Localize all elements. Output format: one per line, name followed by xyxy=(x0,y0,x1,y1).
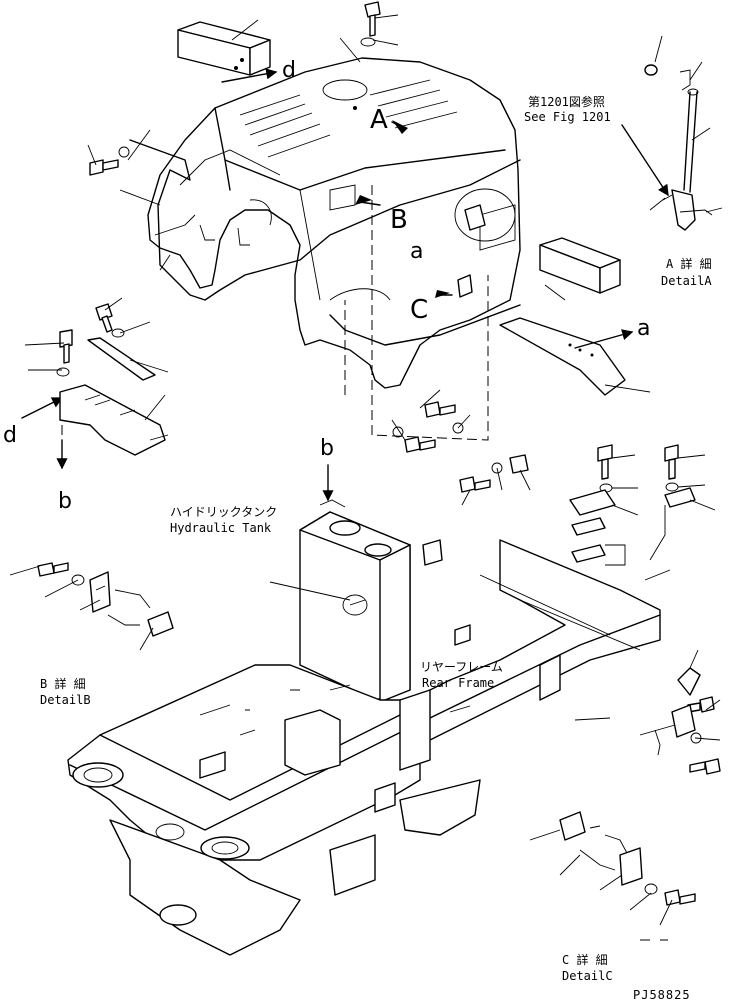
view-arrows xyxy=(355,120,453,298)
view-letter-b: B xyxy=(390,205,408,235)
detail-a-en: DetailA xyxy=(661,274,712,288)
connector-b-left: b xyxy=(58,489,72,514)
rear-frame xyxy=(67,539,661,956)
bracket-assembly-left xyxy=(56,303,166,456)
rear-frame-jp: リヤーフレーム xyxy=(420,660,503,674)
hydraulic-tank xyxy=(299,499,411,703)
arrow-a-right xyxy=(574,329,634,349)
canopy xyxy=(129,57,521,389)
hydraulic-tank-jp: ハイドリックタンク xyxy=(170,505,277,519)
frame-parts-right xyxy=(654,667,721,775)
view-letter-c: C xyxy=(410,295,428,325)
connector-b-top: b xyxy=(320,436,334,461)
bracket-c xyxy=(457,274,473,298)
detail-c-drawing xyxy=(559,811,696,941)
connector-d-left: d xyxy=(3,423,17,448)
view-letter-a: A xyxy=(370,105,388,135)
see-fig-jp: 第1201図参照 xyxy=(528,94,605,109)
bolt-top xyxy=(360,1,381,47)
connector-a-main: a xyxy=(410,239,423,264)
detail-b-en: DetailB xyxy=(40,693,91,707)
detail-a-jp: A 詳 細 xyxy=(666,256,712,271)
rear-frame-en: Rear Frame xyxy=(422,676,494,690)
detail-c-en: DetailC xyxy=(562,969,613,983)
detail-a-drawing xyxy=(644,64,713,231)
hydraulic-tank-en: Hydraulic Tank xyxy=(170,521,272,535)
detail-c-jp: C 詳 細 xyxy=(562,952,608,967)
plate-right xyxy=(499,317,626,396)
bracket-b xyxy=(464,204,486,231)
bolt-left xyxy=(89,146,130,176)
detail-b-drawing xyxy=(37,562,174,637)
frame-parts-top xyxy=(392,401,696,566)
see-fig-arrow xyxy=(621,124,669,197)
document-id: PJ58825 xyxy=(633,988,691,1002)
connector-d-top: d xyxy=(282,58,296,83)
arrow-d-top xyxy=(221,68,278,83)
leader-lines xyxy=(9,14,723,926)
arrow-d-left xyxy=(21,397,64,419)
see-fig-en: See Fig 1201 xyxy=(524,110,611,124)
spacer-block-top xyxy=(177,21,271,76)
spacer-block-right xyxy=(539,237,621,294)
connector-a-right: a xyxy=(637,316,650,341)
detail-b-jp: B 詳 細 xyxy=(40,676,86,691)
